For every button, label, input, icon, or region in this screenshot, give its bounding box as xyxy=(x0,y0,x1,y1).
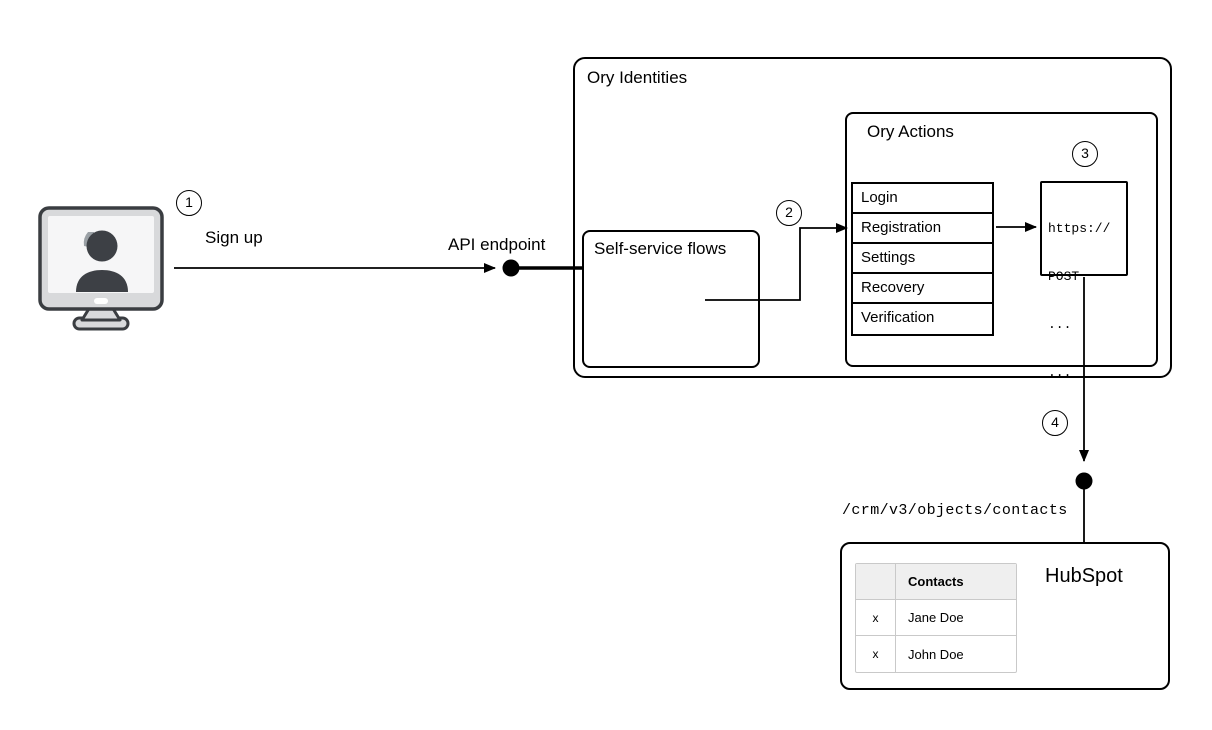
crm-path-label: /crm/v3/objects/contacts xyxy=(842,502,1068,519)
ory-actions-title: Ory Actions xyxy=(867,122,954,141)
webhook-code-line: ... xyxy=(1048,317,1072,332)
api-endpoint-label: API endpoint xyxy=(448,235,546,254)
monitor-button xyxy=(94,298,108,304)
step-badge-1: 1 xyxy=(176,190,202,216)
ory-identities-title: Ory Identities xyxy=(587,68,688,87)
contacts-header-empty-cell xyxy=(856,564,896,599)
contacts-row: x Jane Doe xyxy=(856,600,1016,636)
flow-row-recovery: Recovery xyxy=(853,274,992,304)
contact-marker: x xyxy=(856,636,896,672)
step-badge-3: 3 xyxy=(1072,141,1098,167)
contacts-table: Contacts x Jane Doe x John Doe xyxy=(855,563,1017,673)
contact-name: John Doe xyxy=(908,646,964,662)
webhook-code-line: ... xyxy=(1048,365,1072,380)
hubspot-title: HubSpot xyxy=(1045,565,1123,587)
webhook-code-box: https:// POST ... ... xyxy=(1040,181,1128,380)
contacts-row: x John Doe xyxy=(856,636,1016,672)
flow-list: Login Registration Settings Recovery Ver… xyxy=(851,182,994,336)
webhook-code-line: POST xyxy=(1048,269,1080,284)
flow-row-login: Login xyxy=(853,184,992,214)
contact-name: Jane Doe xyxy=(908,610,964,625)
user-silhouette-shoulders xyxy=(76,270,128,292)
flow-row-registration: Registration xyxy=(853,214,992,244)
sign-up-label: Sign up xyxy=(205,228,263,247)
contacts-table-header: Contacts xyxy=(856,564,1016,600)
step-badge-2: 2 xyxy=(776,200,802,226)
flow-row-verification: Verification xyxy=(861,309,935,326)
hubspot-endpoint-dot xyxy=(1075,472,1093,490)
webhook-code-line: https:// xyxy=(1048,221,1111,236)
self-service-flows-title: Self-service flows xyxy=(594,239,727,258)
contacts-header-label: Contacts xyxy=(908,574,964,589)
user-computer-icon xyxy=(38,206,164,331)
flow-row-settings: Settings xyxy=(853,244,992,274)
step-badge-4: 4 xyxy=(1042,410,1068,436)
api-endpoint-dot xyxy=(502,259,520,277)
user-silhouette-head xyxy=(86,230,118,262)
contact-marker: x xyxy=(856,600,896,635)
